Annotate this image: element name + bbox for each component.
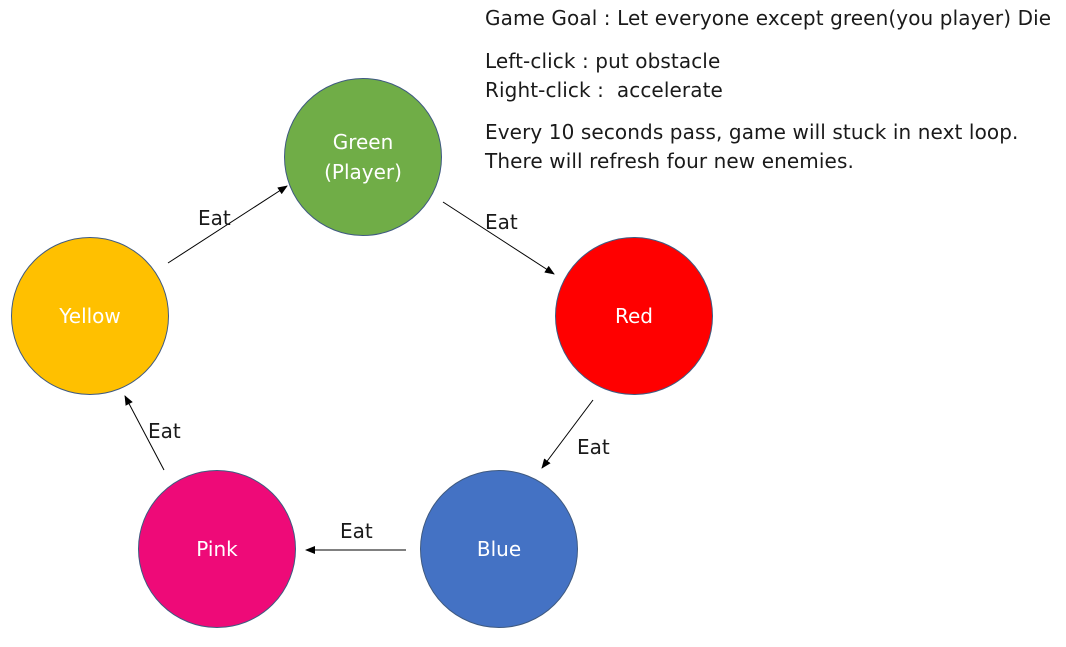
pink-node-label: Pink [196, 537, 238, 561]
blue-enemy-node: Blue [420, 470, 578, 628]
right-click-instruction: Right-click : accelerate [485, 78, 723, 102]
eat-label-yellow-to-green: Eat [198, 206, 231, 230]
arrow-pink-to-yellow [124, 395, 165, 471]
green-node-sublabel: (Player) [324, 160, 402, 184]
eat-label-pink-to-yellow: Eat [148, 419, 181, 443]
eat-label-blue-to-pink: Eat [340, 519, 373, 543]
arrow-yellow-to-green [167, 185, 288, 264]
green-node-label: Green [332, 130, 394, 154]
refresh-rule-line-2: There will refresh four new enemies. [485, 149, 854, 173]
game-goal-text: Game Goal : Let everyone except green(yo… [485, 6, 1052, 30]
blue-node-label: Blue [476, 537, 522, 561]
pink-enemy-node: Pink [138, 470, 296, 628]
left-click-instruction: Left-click : put obstacle [485, 49, 721, 73]
eat-label-red-to-blue: Eat [577, 435, 610, 459]
eat-label-green-to-red: Eat [485, 210, 518, 234]
red-node-label: Red [615, 304, 653, 328]
arrow-red-to-blue [541, 399, 594, 469]
red-enemy-node: Red [555, 237, 713, 395]
yellow-enemy-node: Yellow [11, 237, 169, 395]
yellow-node-label: Yellow [59, 304, 121, 328]
green-player-node: Green (Player) [284, 78, 442, 236]
arrow-green-to-red [442, 201, 555, 275]
refresh-rule-line-1: Every 10 seconds pass, game will stuck i… [485, 120, 1019, 144]
